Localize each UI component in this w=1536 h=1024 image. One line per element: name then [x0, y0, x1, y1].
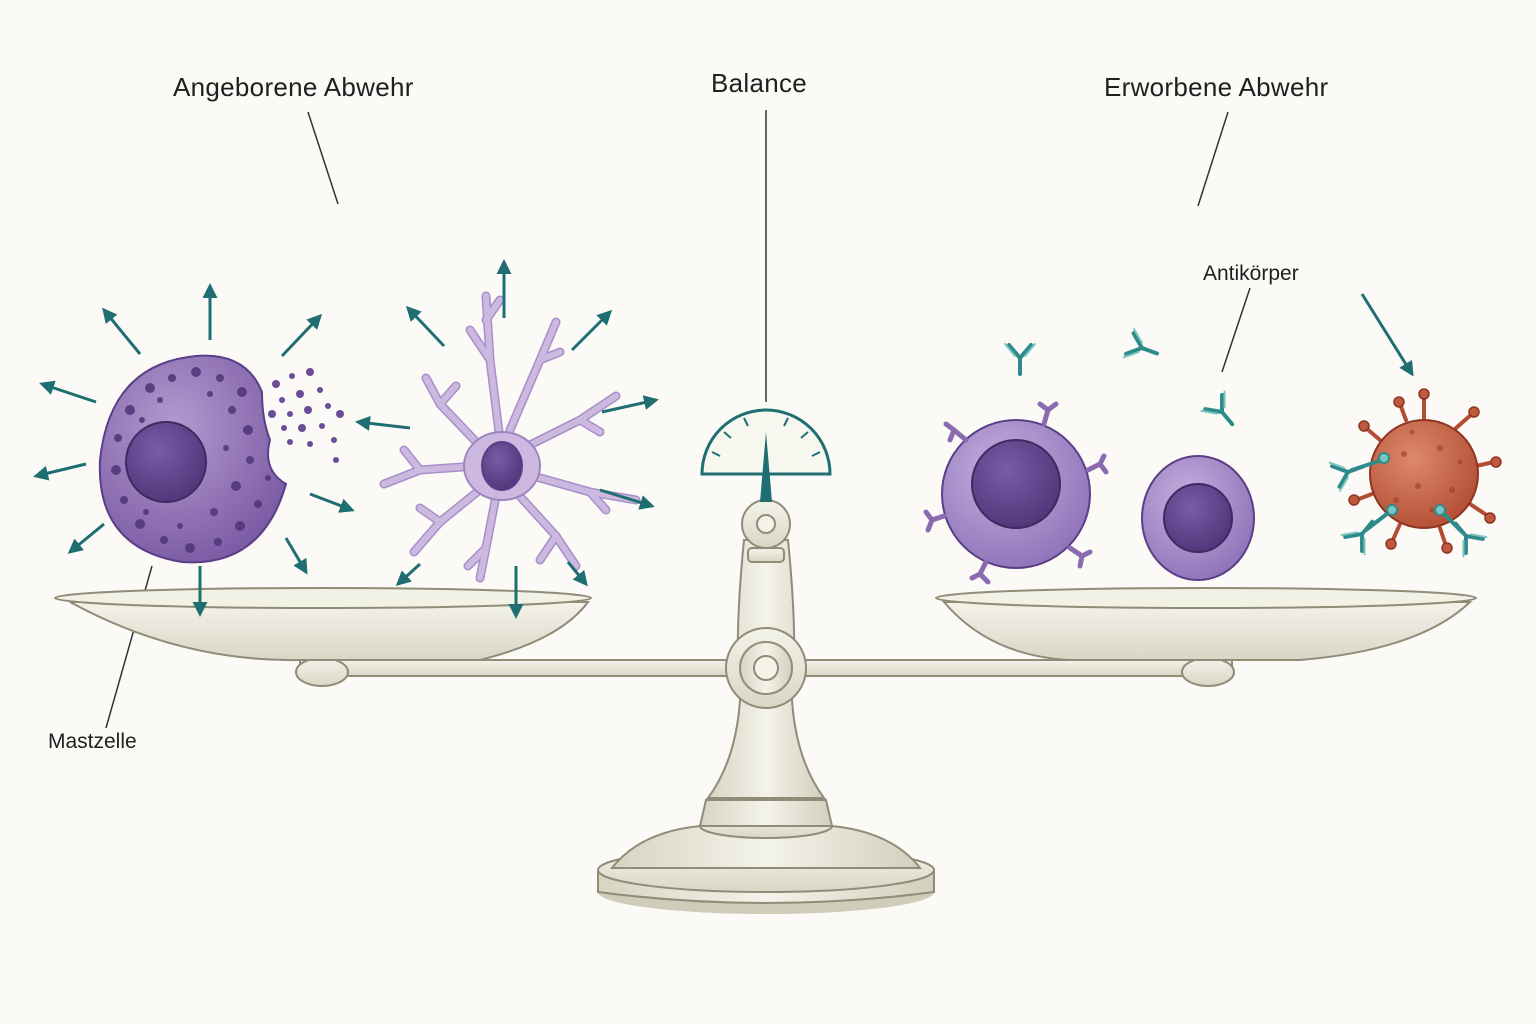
t-cell-icon	[923, 401, 1109, 585]
balance-label: Balance	[711, 68, 808, 98]
virus-icon	[1327, 388, 1502, 559]
mast-cell-label: Mastzelle	[48, 730, 137, 753]
mast-cell-signal-arrows	[33, 283, 411, 617]
acquired-defense-label: Erworbene Abwehr	[1104, 72, 1329, 102]
balance-scale-icon	[54, 499, 1477, 914]
mast-cell-icon	[98, 354, 344, 564]
acquired-pointer-line	[1197, 111, 1229, 207]
antibodies-label: Antikörper	[1203, 262, 1299, 285]
virus-arrow	[1360, 293, 1414, 377]
b-cell-icon	[1141, 455, 1255, 581]
gauge-icon	[700, 408, 832, 502]
antibody-icon	[1003, 327, 1246, 436]
dendritic-cell-icon	[379, 291, 641, 583]
innate-defense-label: Angeborene Abwehr	[173, 72, 414, 102]
antibody-pointer-line	[1221, 287, 1251, 373]
innate-pointer-line	[307, 111, 339, 205]
dendritic-cell-signal-arrows	[395, 259, 659, 619]
